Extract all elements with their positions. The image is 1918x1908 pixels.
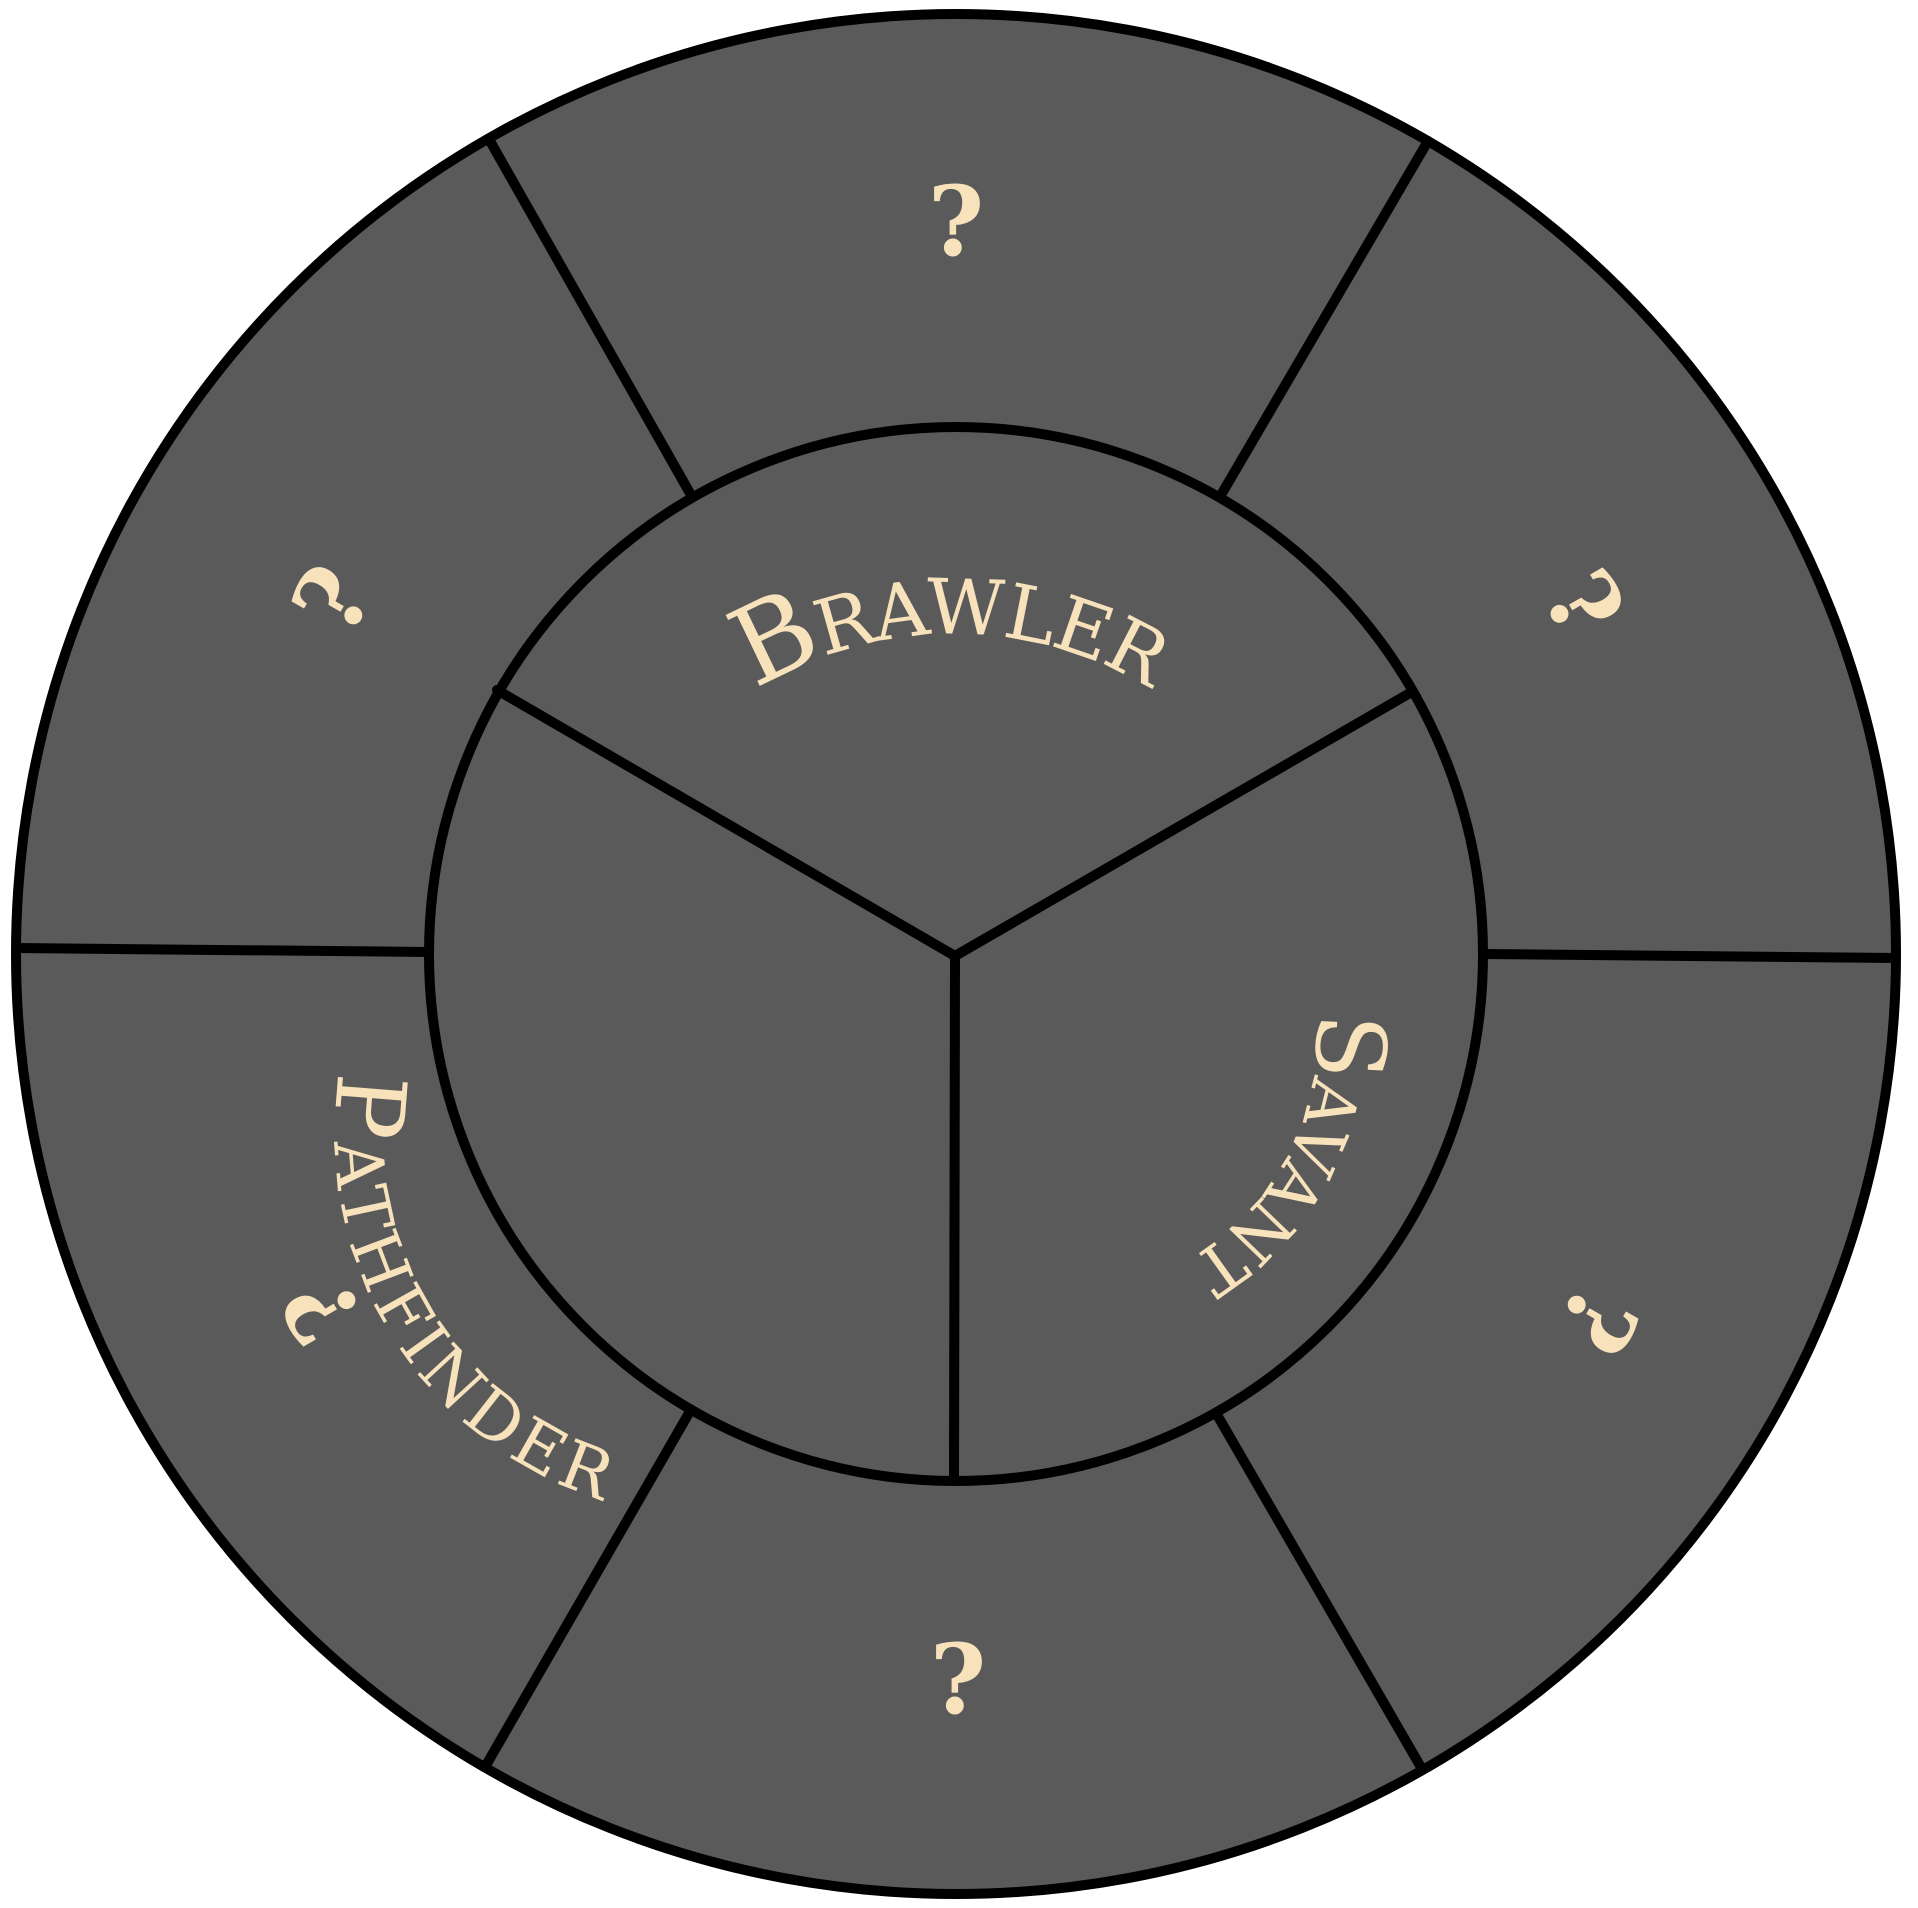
- outer-divider-bottom-left: [480, 1408, 694, 1772]
- outer-divider-right: [1478, 949, 1901, 963]
- outer-label-top: ?: [928, 165, 984, 278]
- outer-divider-left: [11, 943, 434, 957]
- outer-dividers: [11, 136, 1901, 1774]
- inner-divider-right: [950, 688, 1415, 961]
- inner-dividers: [492, 685, 1415, 1485]
- outer-divider-top-left: [485, 136, 696, 500]
- outer-divider-top-right: [1216, 136, 1433, 500]
- inner-divider-left: [492, 685, 960, 961]
- inner-divider-bottom: [949, 951, 960, 1485]
- outer-divider-bottom-right: [1211, 1408, 1427, 1774]
- outer-label-bottom: ?: [930, 1623, 986, 1736]
